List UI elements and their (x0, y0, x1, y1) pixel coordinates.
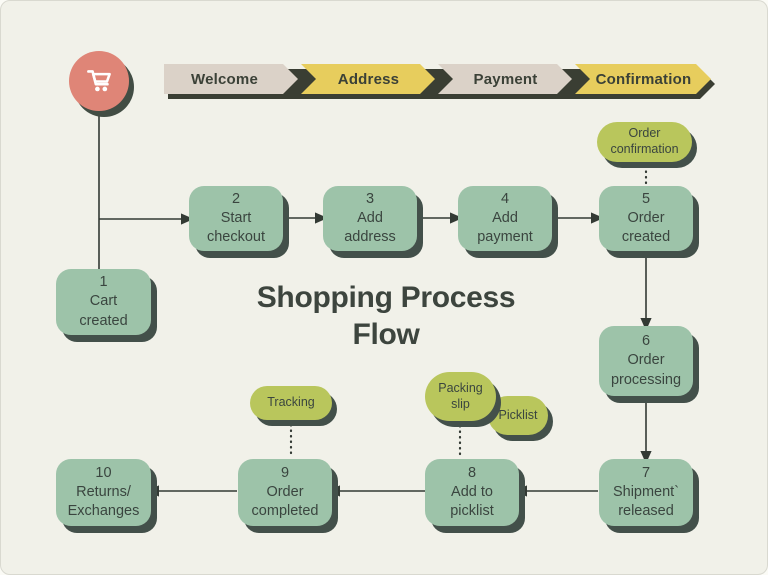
node-label: processing (610, 371, 682, 388)
node-returns-exchanges: 10 Returns/ Exchanges (56, 459, 151, 526)
banner-step-confirmation: Confirmation (575, 64, 711, 94)
node-number: 10 (95, 464, 112, 481)
banner-step-welcome: Welcome (164, 64, 298, 94)
diagram-title: Shopping Process Flow (256, 281, 516, 351)
banner-step-label: Confirmation (595, 70, 692, 88)
node-number: 4 (500, 190, 510, 207)
node-label: Returns/ (76, 483, 131, 500)
node-label: Cart (89, 293, 118, 310)
node-label: Order (627, 209, 665, 226)
node-add-to-picklist: 8 Add to picklist (425, 459, 519, 526)
node-order-completed: 9 Order completed (238, 459, 332, 526)
node-label: checkout (206, 229, 266, 246)
node-label: created (79, 312, 128, 329)
banner-step-label: Address (337, 70, 400, 88)
banner-step-address: Address (301, 64, 435, 94)
node-label: Start (220, 209, 252, 226)
node-cart-created: 1 Cart created (56, 269, 151, 335)
node-label: completed (251, 503, 319, 520)
node-label: picklist (450, 503, 494, 520)
node-shipment-released: 7 Shipment` released (599, 459, 693, 526)
node-label: Add to (451, 483, 493, 500)
callout-packing-slip: Packing slip (425, 372, 496, 421)
node-order-processing: 6 Order processing (599, 326, 693, 396)
node-label: address (344, 229, 396, 246)
node-label: Exchanges (67, 503, 140, 520)
node-label: payment (477, 229, 533, 246)
node-number: 7 (641, 464, 651, 481)
node-number: 8 (467, 464, 477, 481)
node-number: 1 (99, 274, 108, 291)
node-number: 9 (280, 464, 290, 481)
shopping-cart-glyph (87, 70, 111, 92)
node-label: Add (492, 209, 518, 226)
node-start-checkout: 2 Start checkout (189, 186, 283, 251)
callout-picklist: Picklist (488, 396, 548, 435)
callout-tracking: Tracking (250, 386, 332, 420)
node-label: Order (627, 352, 665, 369)
banner-step-label: Welcome (191, 70, 258, 88)
node-add-address: 3 Add address (323, 186, 417, 251)
node-label: Add (357, 209, 383, 226)
node-label: released (618, 503, 674, 520)
node-number: 5 (641, 190, 651, 207)
node-number: 3 (365, 190, 375, 207)
banner-step-label: Payment (473, 70, 538, 88)
node-number: 2 (231, 190, 241, 207)
node-label: Order (266, 483, 304, 500)
node-number: 6 (641, 333, 651, 350)
banner-step-payment: Payment (438, 64, 572, 94)
node-label: Shipment` (612, 483, 680, 500)
node-add-payment: 4 Add payment (458, 186, 552, 251)
callout-order-confirmation: Order confirmation (597, 122, 692, 162)
node-label: created (621, 229, 671, 246)
cart-icon (69, 51, 129, 111)
node-order-created: 5 Order created (599, 186, 693, 251)
